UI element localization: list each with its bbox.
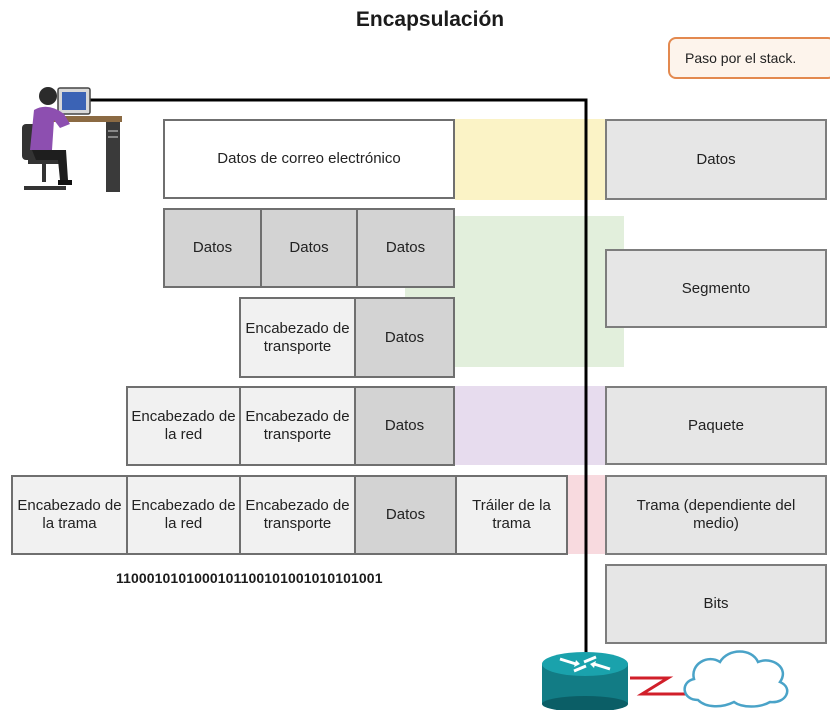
frame-data: Datos (354, 475, 457, 555)
packet-network-header: Encabezado de la red (126, 386, 241, 466)
frame-transport-header: Encabezado de transporte (239, 475, 356, 555)
packet-data-label: Datos (384, 417, 425, 434)
segment-data-label: Datos (384, 328, 425, 346)
packet-network-header-label: Encabezado de la red (131, 408, 236, 443)
pdu-segment: Segmento (605, 249, 827, 328)
data-block-3-label: Datos (385, 239, 426, 256)
email-data-label: Datos de correo electrónico (217, 150, 401, 167)
pdu-bits-label: Bits (703, 595, 729, 612)
data-block-2-label: Datos (289, 239, 329, 256)
packet-transport-header-label: Encabezado de transporte (245, 408, 350, 443)
data-block-1-label: Datos (192, 239, 233, 256)
frame-trailer: Tráiler de la trama (455, 475, 568, 555)
email-data-block: Datos de correo electrónico (163, 119, 455, 199)
user-at-computer-icon (22, 87, 122, 192)
pdu-packet: Paquete (605, 386, 827, 465)
cloud-icon (683, 650, 789, 708)
segment-data: Datos (354, 297, 455, 378)
pdu-frame: Trama (dependiente del medio) (605, 475, 827, 555)
frame-header-label: Encabezado de la trama (17, 497, 122, 532)
pdu-data-label: Datos (696, 150, 736, 168)
data-block-3: Datos (356, 208, 455, 288)
serial-link-icon (630, 676, 686, 696)
pdu-frame-label: Trama (dependiente del medio) (636, 497, 796, 532)
frame-network-header: Encabezado de la red (126, 475, 241, 555)
packet-band (455, 386, 605, 465)
packet-data: Datos (354, 386, 455, 466)
pdu-packet-label: Paquete (688, 416, 744, 434)
frame-network-header-label: Encabezado de la red (131, 497, 236, 532)
pdu-segment-label: Segmento (681, 279, 751, 297)
pdu-bits: Bits (605, 564, 827, 644)
bit-stream: 1100010101000101100101001010101001 (116, 570, 383, 586)
segment-transport-header-label: Encabezado de transporte (245, 319, 350, 355)
router-icon (542, 652, 628, 710)
frame-header: Encabezado de la trama (11, 475, 128, 555)
frame-data-label: Datos (385, 506, 426, 523)
diagram-title: Encapsulación (355, 8, 505, 31)
pdu-data: Datos (605, 119, 827, 200)
data-band (455, 119, 605, 200)
frame-transport-header-label: Encabezado de transporte (245, 497, 350, 532)
frame-trailer-label: Tráiler de la trama (472, 497, 551, 532)
